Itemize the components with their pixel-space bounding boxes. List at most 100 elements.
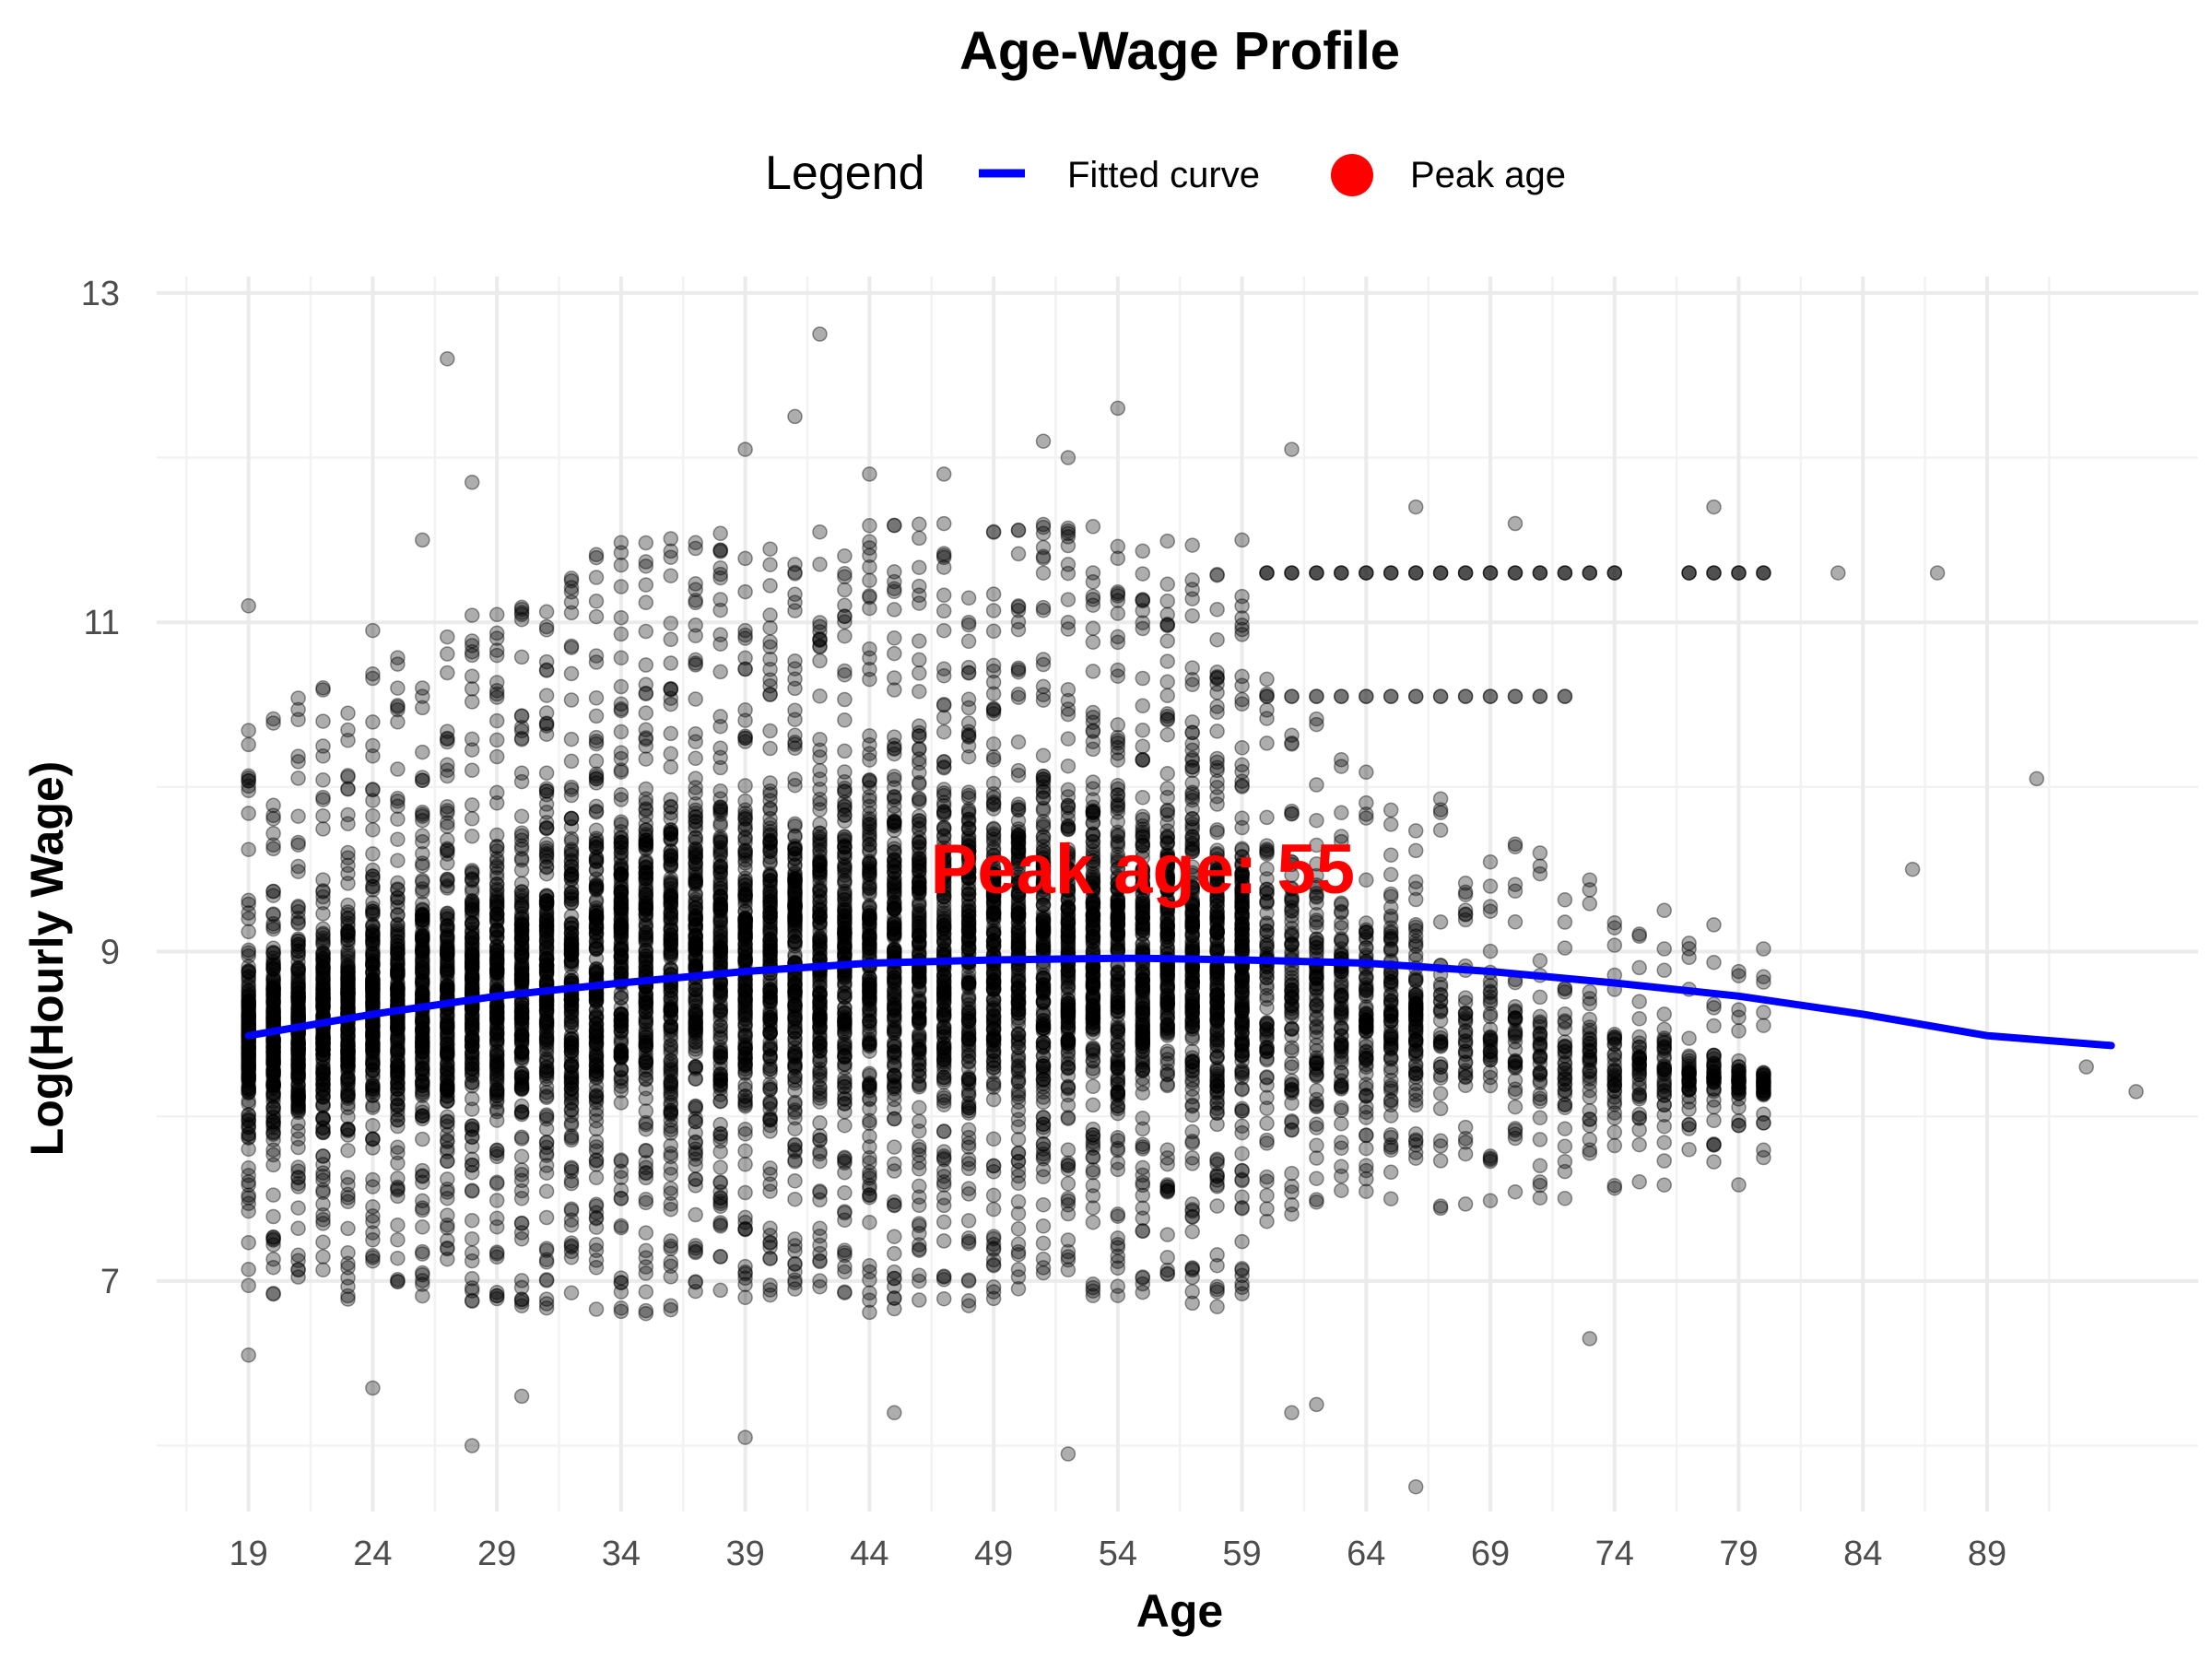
observation-point [837,582,853,598]
observation-point [663,1004,679,1019]
observation-point [488,1032,505,1049]
observation-point [513,1077,530,1093]
observation-point [315,1124,331,1141]
legend-point-swatch [1331,154,1373,196]
observation-point [837,1284,853,1300]
observation-point [663,1095,679,1111]
observation-point [538,765,555,781]
observation-point [290,808,306,824]
observation-point [613,1284,629,1300]
observation-point [563,665,580,682]
observation-point [862,1100,877,1117]
observation-point [464,797,480,813]
observation-point [241,1046,256,1063]
observation-point [464,1075,480,1090]
observation-point [365,1042,381,1059]
observation-point [241,979,256,995]
observation-point [663,832,679,848]
observation-point [415,912,430,929]
observation-point [663,746,679,762]
observation-point [241,1066,256,1083]
observation-point [241,1055,256,1072]
observation-point [464,731,480,747]
observation-point [488,999,505,1016]
observation-point [415,1243,430,1260]
observation-point [265,994,281,1009]
observation-point [513,808,530,824]
observation-point [265,1088,281,1104]
observation-point [663,928,679,945]
observation-point [887,1091,902,1108]
observation-point [241,970,256,986]
observation-point [663,549,679,565]
observation-point [787,671,803,687]
observation-point [241,1120,256,1135]
observation-point [812,795,828,812]
observation-point [688,873,703,888]
observation-point [365,1199,381,1215]
observation-point [688,1274,703,1289]
observation-point [415,812,430,829]
observation-point [862,912,877,928]
observation-point [340,1033,356,1050]
observation-point [588,832,605,849]
observation-point [862,1155,877,1171]
observation-point [588,735,605,752]
observation-point [241,1168,256,1183]
observation-point [812,1115,828,1131]
observation-point [241,1277,256,1294]
observation-point [488,1082,505,1099]
observation-point [415,1193,430,1209]
observation-point [613,786,629,803]
observation-point [887,771,902,788]
observation-point [315,1083,331,1099]
observation-point [390,1217,406,1233]
observation-point [737,931,753,947]
observation-point [663,873,679,889]
observation-point [712,544,728,559]
observation-point [737,1157,753,1172]
observation-point [887,517,902,534]
observation-point [862,589,877,606]
observation-point [812,1039,828,1055]
observation-point [241,1048,256,1065]
observation-point [513,1028,530,1044]
observation-point [538,819,555,836]
observation-point [688,785,703,801]
observation-point [241,1081,256,1098]
observation-point [415,828,430,844]
observation-point [762,820,778,836]
observation-point [762,935,778,951]
chart-title: Age-Wage Profile [959,21,1400,81]
observation-point [638,854,654,870]
observation-point [241,1126,256,1143]
observation-point [340,1270,356,1286]
observation-point [340,1291,356,1307]
observation-point [488,1148,505,1165]
observation-point [241,1203,256,1219]
observation-point [538,1088,555,1104]
observation-point [241,1129,256,1145]
observation-point [688,1206,703,1223]
observation-point [464,1230,480,1247]
observation-point [862,1272,877,1288]
observation-point [712,627,728,642]
observation-point [538,781,555,796]
observation-point [488,1246,505,1262]
observation-point [837,1244,853,1261]
observation-point [862,827,877,842]
observation-point [688,657,703,673]
observation-point [588,1007,605,1024]
observation-point [390,966,406,982]
observation-point [737,811,753,828]
observation-point [241,1039,256,1054]
observation-point [241,1071,256,1088]
observation-point [613,724,629,740]
observation-point [887,1290,902,1306]
observation-point [290,915,306,932]
observation-point [290,1169,306,1185]
observation-point [737,1122,753,1137]
observation-point [440,929,455,945]
observation-point [315,821,331,837]
observation-point [265,811,281,827]
